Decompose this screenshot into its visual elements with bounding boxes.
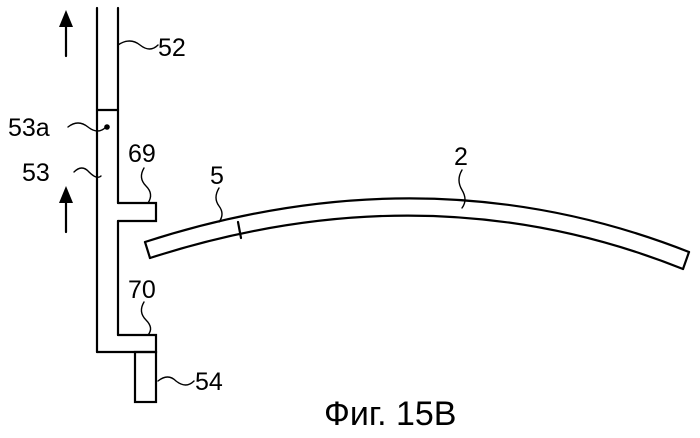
label-69: 69	[128, 140, 156, 168]
leader-line-70	[141, 302, 150, 335]
curved-sheet	[145, 198, 689, 269]
member-54	[135, 352, 156, 402]
leader-line-52	[118, 41, 158, 49]
figure-caption: Фиг. 15B	[324, 395, 456, 433]
label-53a: 53a	[8, 114, 50, 142]
upward-arrow-icon-middle	[59, 186, 73, 232]
upward-arrow-icon-top	[59, 10, 73, 56]
leader-line-54	[158, 377, 194, 385]
leader-line-5	[216, 188, 222, 222]
label-70: 70	[128, 276, 156, 304]
label-52: 52	[158, 34, 186, 62]
label-53: 53	[22, 159, 50, 187]
leader-line-53a	[68, 123, 106, 131]
label-2: 2	[454, 143, 468, 171]
leader-line-69	[141, 168, 150, 203]
leader-line-2	[459, 170, 465, 208]
label-5: 5	[210, 162, 224, 190]
label-54: 54	[195, 368, 223, 396]
